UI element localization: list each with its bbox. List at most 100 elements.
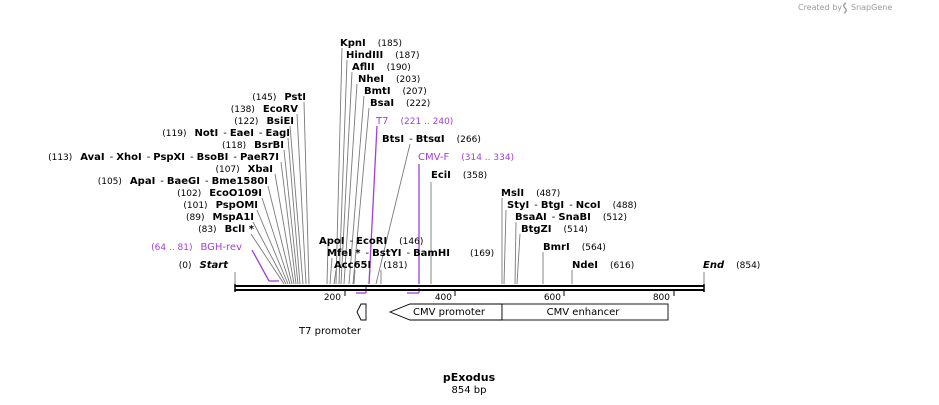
- enzyme-acc65i[interactable]: Acc65I(181): [334, 260, 407, 271]
- enzyme-pos: (185): [378, 39, 402, 49]
- primer-name: CMV-F: [418, 152, 449, 163]
- primer-range: (314 .. 334): [461, 153, 514, 163]
- enzyme-bmri[interactable]: BmrI(564): [543, 242, 606, 253]
- enzyme-name: BtgZI: [521, 224, 552, 235]
- guide-bcli: [250, 233, 285, 285]
- enzyme-alt-name: PaeR7I: [240, 152, 279, 163]
- guide-psti: [303, 101, 310, 285]
- enzyme-name: EciI: [431, 170, 451, 181]
- guide-bsrbi: [283, 149, 299, 285]
- guide-ecoo109i: [261, 197, 291, 285]
- enzyme-pos: (102): [177, 189, 201, 199]
- enzyme-apai[interactable]: (105)ApaI-BaeGI-Bme1580I: [98, 176, 268, 187]
- guide-bsaai: [514, 221, 517, 285]
- enzyme-avai[interactable]: (113)AvaI-XhoI-PspXI-BsoBI-PaeR7I: [48, 152, 279, 163]
- enzyme-ecoo109i[interactable]: (102)EcoO109I: [177, 188, 262, 199]
- svg-text:StyI-BtgI-NcoI(488): StyI-BtgI-NcoI(488): [507, 200, 637, 211]
- enzyme-name: BsaI: [370, 98, 394, 109]
- enzyme-bsiei[interactable]: (122)BsiEI: [234, 116, 294, 127]
- primer-t7[interactable]: T7(221 .. 240): [375, 116, 453, 127]
- guide-btsi: [375, 143, 411, 285]
- enzyme-aflii[interactable]: AflII(190): [352, 62, 411, 73]
- svg-text:KpnI(185): KpnI(185): [340, 38, 402, 49]
- enzyme-name: BmtI: [364, 86, 391, 97]
- enzyme-bmti[interactable]: BmtI(207): [364, 86, 427, 97]
- enzyme-name: ApoI: [319, 236, 345, 247]
- enzyme-ecorv[interactable]: (138)EcoRV: [231, 104, 299, 115]
- enzyme-name: Acc65I: [334, 260, 371, 271]
- enzyme-msli[interactable]: MslI (487): [501, 188, 560, 199]
- enzyme-mfei[interactable]: MfeI *-BstYI-BamHI(169): [327, 248, 494, 259]
- enzyme-alt-name: BstYI: [372, 248, 401, 259]
- guide-nhei: [343, 83, 358, 285]
- enzyme-name: PspOMI: [216, 200, 258, 211]
- enzyme-kpni[interactable]: KpnI(185): [340, 38, 402, 49]
- svg-text:MslI(487): MslI (487): [501, 188, 560, 199]
- guide-aflii: [340, 71, 353, 285]
- feature-t7-promoter[interactable]: T7 promoter: [298, 303, 367, 337]
- svg-text:(89)MspA1I: (89)MspA1I: [186, 212, 254, 223]
- feature-cmv-enhancer[interactable]: CMV enhancer: [501, 303, 669, 321]
- enzyme-pos: (119): [162, 129, 186, 139]
- enzyme-pos: (266): [457, 135, 481, 145]
- enzyme-psti[interactable]: (145)PstI: [252, 92, 306, 103]
- svg-text:(102)EcoO109I: (102)EcoO109I: [177, 188, 262, 199]
- enzyme-btsi[interactable]: BtsI-BtsαI(266): [382, 134, 481, 145]
- enzyme-pos: (487): [536, 189, 560, 199]
- svg-text:(83)BclI *: (83)BclI *: [198, 224, 255, 235]
- guide-apoi: [326, 244, 329, 285]
- enzyme-alt-name: NcoI: [576, 200, 601, 211]
- enzyme-noti[interactable]: (119)NotI-EaeI-EagI: [162, 128, 290, 139]
- enzyme-bsai[interactable]: BsaI (222): [370, 98, 430, 109]
- primer-cmv-f[interactable]: CMV-F (314 .. 334): [418, 152, 514, 163]
- guide-bmti: [348, 95, 365, 285]
- enzyme-bsaai[interactable]: BsaAI-SnaBI(512): [515, 212, 627, 223]
- enzyme-pos: (169): [470, 249, 494, 259]
- svg-text:AflII(190): AflII(190): [352, 62, 411, 73]
- svg-text:EciI(358): EciI(358): [431, 170, 487, 181]
- end-pos: (854): [736, 261, 760, 271]
- feature-label: T7 promoter: [298, 326, 362, 337]
- enzyme-styi[interactable]: StyI-BtgI-NcoI(488): [507, 200, 637, 211]
- enzyme-alt-name: PspXI: [153, 152, 185, 163]
- feature-label: CMV enhancer: [547, 307, 621, 318]
- enzyme-name: MspA1I: [213, 212, 254, 223]
- enzyme-pspomi[interactable]: (101)PspOMI: [183, 200, 258, 211]
- enzyme-pos: (122): [234, 117, 258, 127]
- enzyme-btgzi[interactable]: BtgZI(514): [521, 224, 588, 235]
- enzyme-hindiii[interactable]: HindIII(187): [346, 50, 419, 61]
- feature-cmv-promoter[interactable]: CMV promoter: [388, 303, 503, 321]
- enzyme-name: EcoRV: [263, 104, 298, 115]
- enzyme-name: ApaI: [130, 176, 155, 187]
- primer-bgh-rev[interactable]: (64 .. 81)BGH-rev: [151, 242, 242, 253]
- primer-name: T7: [375, 116, 388, 127]
- start-pos: (0): [179, 261, 192, 271]
- guide-kpni: [335, 47, 343, 285]
- svg-text:(101)PspOMI: (101)PspOMI: [183, 200, 258, 211]
- enzyme-pos: (222): [406, 99, 430, 109]
- enzyme-bsrbi[interactable]: (118)BsrBI: [222, 140, 284, 151]
- enzyme-alt-name: Bme1580I: [212, 176, 268, 187]
- guide-hindiii: [338, 59, 348, 285]
- svg-text:(122)BsiEI: (122)BsiEI: [234, 116, 294, 127]
- enzyme-ndei[interactable]: NdeI(616): [572, 260, 634, 271]
- svg-text:BmtI(207): BmtI(207): [364, 86, 427, 97]
- enzyme-name: MslI: [501, 188, 524, 199]
- svg-text:Acc65I(181): Acc65I(181): [334, 260, 407, 271]
- cut-site-guides: [234, 47, 705, 285]
- enzyme-bcli[interactable]: (83)BclI *: [198, 224, 255, 235]
- enzyme-alt-name: EagI: [266, 128, 290, 139]
- enzyme-nhei[interactable]: NheI(203): [358, 74, 420, 85]
- guide-bsai: [352, 107, 370, 285]
- svg-text:ApoI-EcoRI(146): ApoI-EcoRI(146): [319, 236, 423, 247]
- enzyme-mspa1i[interactable]: (89)MspA1I: [186, 212, 254, 223]
- enzyme-pos: (113): [48, 153, 72, 163]
- ruler-tick-800: 800: [653, 293, 670, 303]
- enzyme-ecii[interactable]: EciI(358): [431, 170, 487, 181]
- enzyme-name: BtsI: [382, 134, 404, 145]
- enzyme-xbai[interactable]: (107)XbaI: [215, 164, 273, 175]
- svg-text:HindIII(187): HindIII(187): [346, 50, 419, 61]
- guide-btgzi: [516, 233, 521, 285]
- enzyme-apoi[interactable]: ApoI-EcoRI(146): [319, 236, 423, 247]
